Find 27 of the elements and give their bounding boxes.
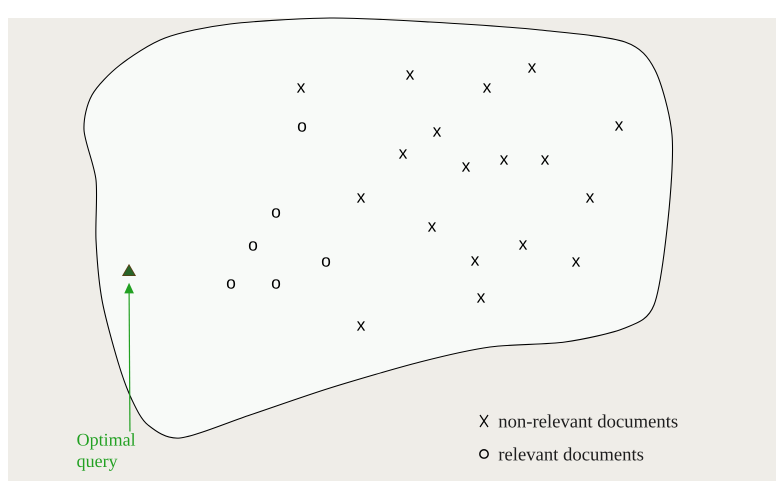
document-mark: o: [322, 257, 330, 267]
document-mark: o: [248, 241, 258, 251]
document-mark: o: [226, 279, 236, 289]
document-mark: x: [586, 193, 594, 203]
document-mark: x: [540, 155, 550, 165]
document-mark: x: [470, 256, 480, 266]
document-mark: x: [500, 155, 508, 165]
document-mark: o: [298, 122, 306, 132]
legend-label: non-relevant documents: [498, 414, 678, 428]
document-mark: x: [398, 149, 408, 159]
document-mark: x: [572, 257, 580, 267]
document-mark: o: [272, 208, 280, 218]
document-mark: x: [296, 83, 306, 93]
document-mark: x: [462, 162, 470, 172]
document-mark: x: [406, 70, 414, 80]
document-mark: x: [432, 127, 442, 137]
document-mark: x: [428, 222, 436, 232]
document-mark: o: [272, 279, 280, 289]
document-mark: x: [356, 321, 366, 331]
document-mark: x: [518, 240, 528, 250]
document-mark: x: [476, 293, 486, 303]
query-label: Optimal query: [77, 433, 136, 471]
document-mark: x: [482, 83, 492, 93]
document-mark: x: [614, 121, 624, 131]
legend-label: relevant documents: [498, 447, 644, 461]
document-mark: x: [356, 193, 366, 203]
document-mark: x: [528, 63, 536, 73]
